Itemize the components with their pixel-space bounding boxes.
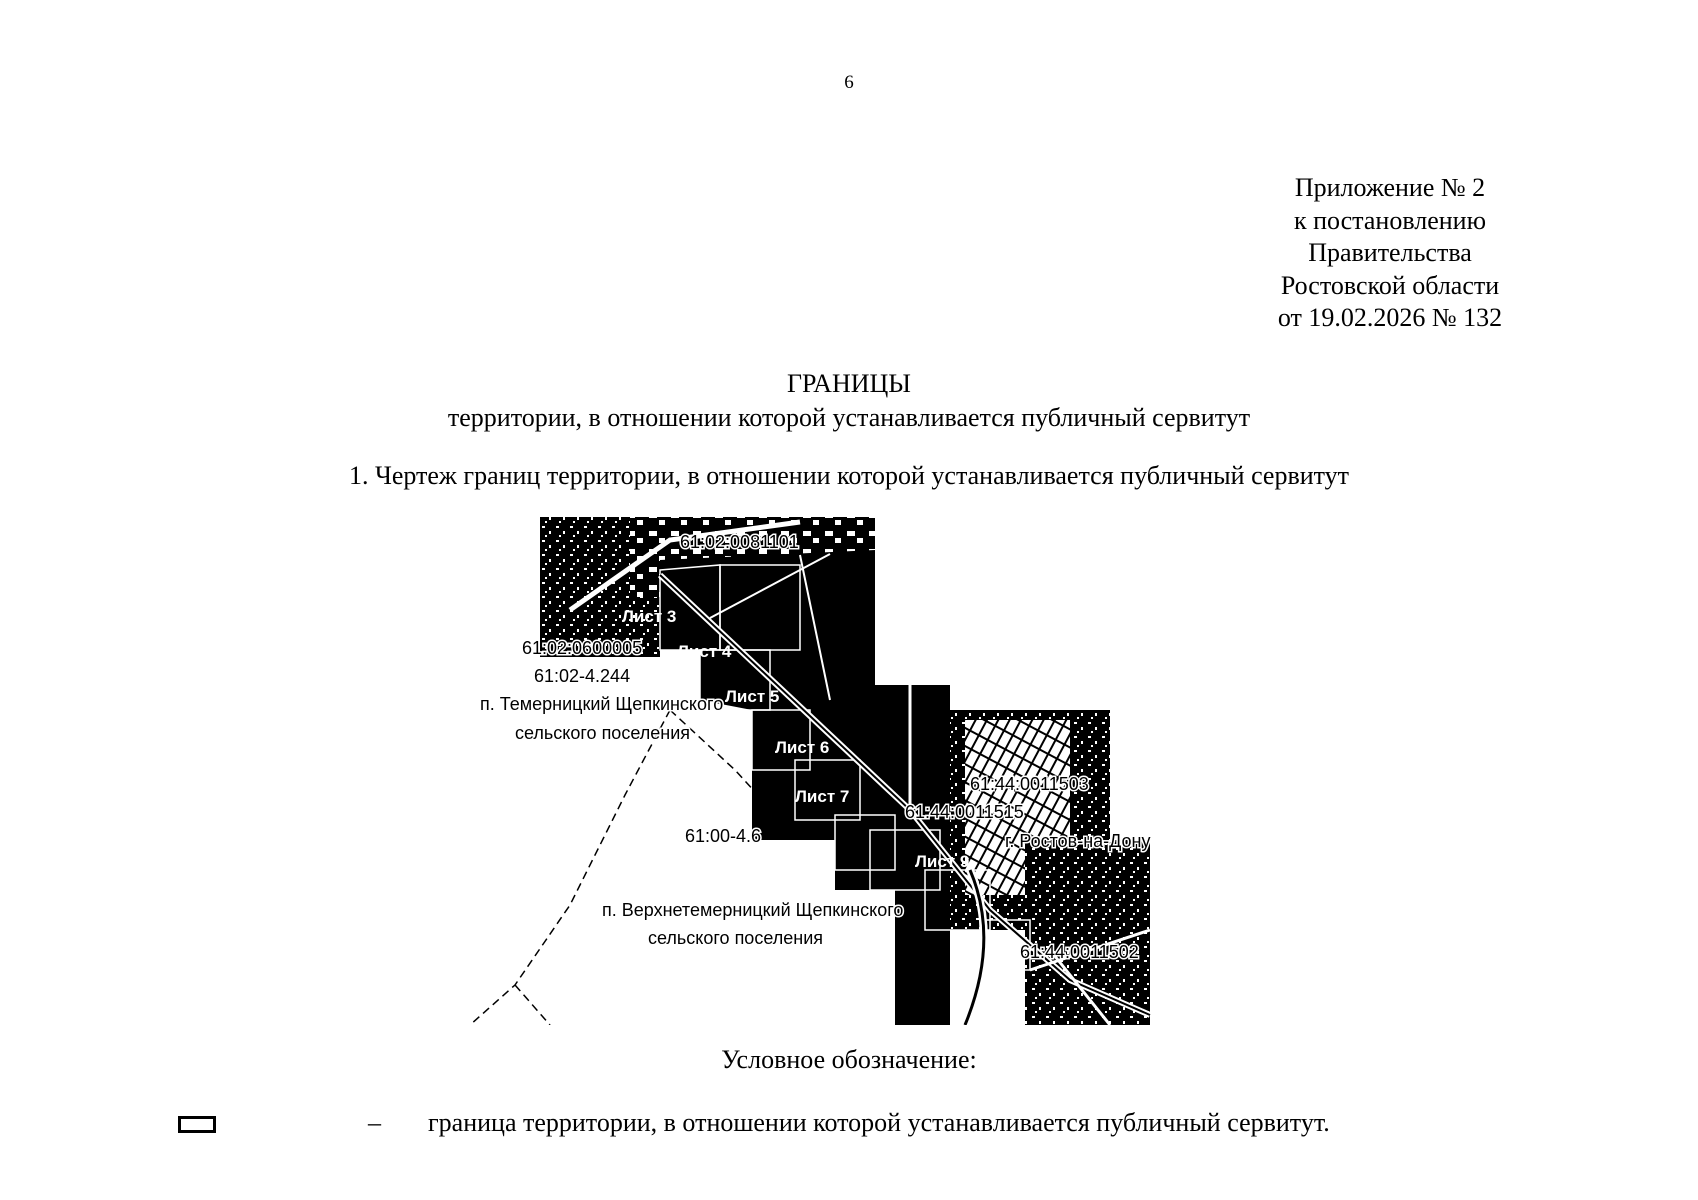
appendix-block: Приложение № 2 к постановлению Правитель…	[1240, 172, 1540, 335]
legend-row: – граница территории, в отношении которо…	[0, 1108, 1698, 1148]
section-heading: 1. Чертеж границ территории, в отношении…	[348, 461, 1350, 490]
place-label: сельского поселения	[515, 723, 690, 743]
place-label: сельского поселения	[648, 928, 823, 948]
page-number: 6	[844, 72, 854, 93]
appendix-line: Приложение № 2	[1294, 173, 1486, 202]
sheet-label: Лист 9	[915, 852, 969, 871]
place-label: п. Темерницкий Щепкинского	[480, 694, 723, 714]
sheet-label: Лист 3	[622, 607, 676, 626]
boundary-map: Лист 3 Лист 4 Лист 5 Лист 6 Лист 7 Лист …	[470, 510, 1230, 1025]
legend-dash: –	[368, 1108, 381, 1137]
cadastral-label: 61:02:0600005	[522, 638, 642, 658]
legend-title: Условное обозначение:	[721, 1045, 977, 1074]
cadastral-label: 61:02-4.244	[534, 666, 630, 686]
boundary-symbol-icon	[178, 1116, 216, 1133]
cadastral-label: 61:00-4.6	[685, 826, 761, 846]
document-subtitle: территории, в отношении которой устанавл…	[447, 403, 1251, 432]
sheet-label: Лист 7	[795, 787, 849, 806]
document-title: ГРАНИЦЫ	[787, 369, 911, 398]
map-area-open-field	[700, 700, 895, 950]
cadastral-label: 61:44:0011502	[1020, 942, 1139, 962]
legend-text: граница территории, в отношении которой …	[428, 1108, 1330, 1137]
appendix-line: от 19.02.2026 № 132	[1277, 303, 1503, 332]
appendix-line: к постановлению	[1293, 205, 1487, 235]
map-drawing: Лист 3 Лист 4 Лист 5 Лист 6 Лист 7 Лист …	[470, 515, 1152, 1025]
map-area-main	[660, 550, 950, 1025]
cadastral-label: 61:02:0081101	[680, 532, 799, 552]
place-label: п. Верхнетемерницкий Щепкинского	[602, 900, 903, 920]
sheet-outlines	[659, 564, 1031, 971]
appendix-line: Правительства	[1308, 238, 1472, 267]
sheet-label: Лист 6	[775, 738, 829, 757]
sheet-label: Лист 4	[677, 642, 732, 661]
place-label: г. Ростов-на-Дону	[1005, 831, 1151, 851]
map-area-south-east	[1025, 840, 1150, 1025]
cadastral-label: 61:44:0011503	[970, 774, 1089, 794]
appendix-line: Ростовской области	[1280, 270, 1500, 300]
cadastral-label: 61:44:0011515	[905, 802, 1024, 822]
district-boundary	[470, 709, 791, 1025]
map-roads	[568, 515, 1152, 1025]
sheet-label: Лист 5	[725, 687, 779, 706]
